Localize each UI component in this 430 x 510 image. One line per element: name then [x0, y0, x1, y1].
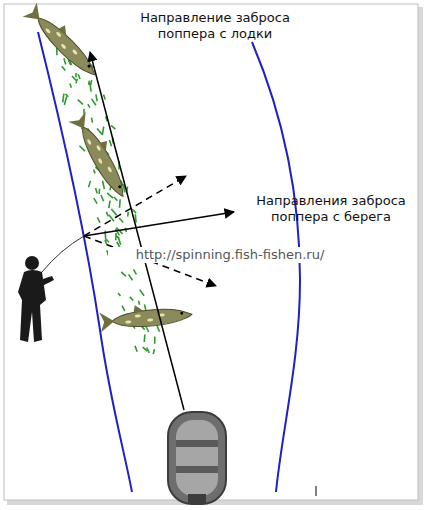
weed-stroke [94, 170, 96, 174]
weed-stroke [97, 128, 102, 134]
weed-stroke [64, 96, 66, 105]
weed-stroke [62, 66, 66, 70]
annotation-text: Направления заброса поппера с берега [238, 193, 424, 225]
weed-stroke [106, 212, 108, 217]
weed-stroke [102, 127, 103, 136]
weed-stroke [154, 337, 156, 344]
weed-stroke [127, 212, 129, 217]
weed-stroke [111, 209, 117, 215]
weed-stroke [130, 297, 134, 301]
weed-stroke [92, 99, 96, 105]
weed-stroke [96, 188, 98, 193]
weed-stroke [65, 94, 68, 97]
weed-stroke [129, 274, 133, 280]
weed-stroke [143, 334, 145, 342]
weed-stroke [90, 83, 91, 92]
weed-stroke [103, 181, 105, 189]
watermark: http://spinning.fish-fishen.ru/ [108, 247, 352, 263]
weed-stroke [135, 346, 137, 352]
weed-stroke [119, 218, 123, 222]
weed-stroke [91, 118, 94, 123]
weed-stroke [122, 306, 125, 311]
weed-stroke [98, 189, 100, 194]
weed-stroke [94, 198, 97, 204]
weed-stroke [105, 238, 109, 242]
weed-stroke [97, 217, 100, 222]
weed-stroke [104, 95, 106, 100]
weed-stroke [153, 349, 154, 354]
weed-stroke [78, 74, 80, 79]
weed-stroke [133, 269, 136, 274]
weed-stroke [121, 272, 126, 276]
weed-stroke [89, 181, 91, 187]
weed-stroke [70, 84, 71, 88]
weed-stroke [140, 290, 144, 296]
weed-stroke [109, 201, 110, 208]
weed-stroke [144, 304, 146, 310]
weed-stroke [109, 140, 111, 146]
weed-stroke [138, 301, 141, 305]
weed-stroke [118, 293, 120, 296]
weed-stroke [64, 58, 66, 64]
weed-stroke [147, 348, 150, 353]
weed-stroke [96, 94, 97, 101]
annotation-text: Направление заброса поппера с лодки [135, 10, 295, 42]
weed-stroke [101, 195, 103, 201]
weed-stroke [107, 193, 113, 198]
weed-stroke [76, 79, 77, 84]
weed-stroke [114, 197, 117, 201]
weed-stroke [78, 100, 83, 105]
weed-stroke [118, 237, 121, 245]
weed-stroke [88, 104, 90, 108]
weed-stroke [119, 199, 121, 208]
weed-stroke [63, 93, 64, 102]
weed-stroke [75, 73, 77, 77]
weed-stroke [111, 125, 115, 129]
weed-stroke [79, 146, 85, 151]
